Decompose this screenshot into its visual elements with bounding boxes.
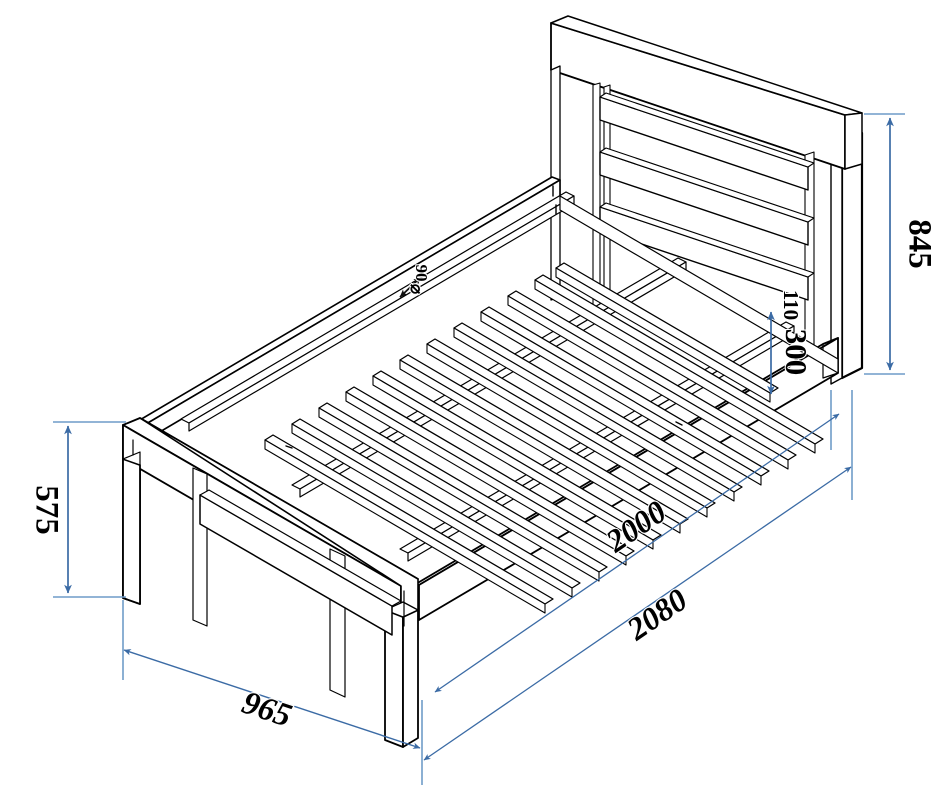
side-rail-far (132, 176, 561, 444)
headboard-slat-upper (599, 92, 815, 191)
dim-label-845: 845 (901, 219, 937, 269)
dim-label-965: 965 (238, 685, 296, 735)
dimension-slat-90: ⌀ 90 (399, 263, 432, 298)
dimension-110: 110 (778, 289, 804, 322)
footboard-rail (199, 489, 402, 636)
dim-line-965 (123, 649, 421, 749)
dim-label-300: 300 (779, 329, 814, 376)
dim-line-2080 (423, 466, 852, 761)
headboard-slat-mid (599, 147, 815, 246)
dim-label-90-diameter: ⌀ (407, 284, 426, 295)
dimension-845: 845 (864, 113, 939, 375)
headboard-panel (550, 15, 863, 170)
dim-label-110: 110 (779, 290, 803, 320)
dim-label-2080: 2080 (620, 581, 694, 647)
dim-label-90: 90 (412, 265, 431, 282)
dim-label-575: 575 (28, 485, 64, 535)
footboard-leg-left (122, 451, 141, 605)
headboard-stile-a (592, 82, 601, 311)
dim-line-90 (399, 276, 422, 298)
bracket-tick-c (285, 445, 293, 449)
dimension-300: 300 (767, 311, 815, 395)
dimension-575: 575 (27, 421, 126, 598)
dimension-965: 965 (122, 600, 423, 785)
